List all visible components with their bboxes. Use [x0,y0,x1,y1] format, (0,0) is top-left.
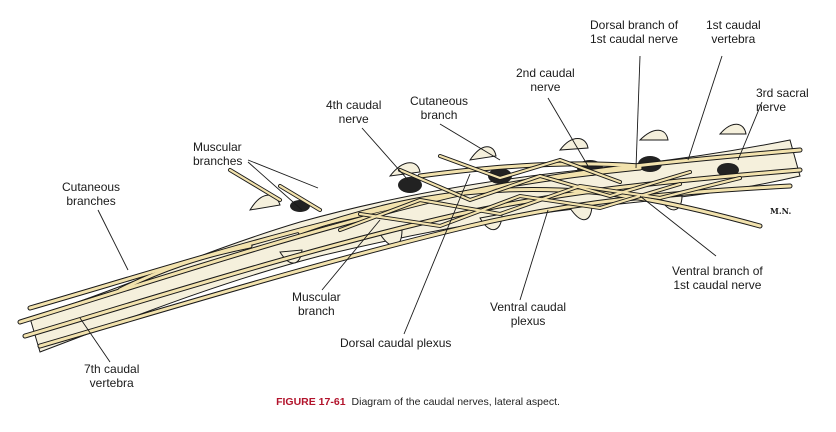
label-cutaneous-branches: Cutaneous branches [62,180,120,208]
label-line: nerve [756,100,809,114]
label-line: 4th caudal [326,98,381,112]
label-line: Muscular [292,290,341,304]
label-line: Dorsal branch of [590,18,678,32]
label-7th-caudal-vertebra: 7th caudal vertebra [84,362,139,390]
label-ventral-caudal-plexus: Ventral caudal plexus [490,300,566,328]
label-line: branches [193,154,242,168]
label-line: branch [410,108,468,122]
label-muscular-branches: Muscular branches [193,140,242,168]
label-muscular-branch: Muscular branch [292,290,341,318]
label-line: 3rd sacral [756,86,809,100]
label-line: Ventral branch of [672,264,763,278]
label-line: nerve [516,80,575,94]
label-ventral-branch-1st-caudal-nerve: Ventral branch of 1st caudal nerve [672,264,763,292]
label-dorsal-caudal-plexus: Dorsal caudal plexus [340,336,451,350]
label-line: 1st caudal nerve [672,278,763,292]
label-line: Cutaneous [62,180,120,194]
illustrator-signature: M.N. [770,206,791,216]
label-4th-caudal-nerve: 4th caudal nerve [326,98,381,126]
label-line: 1st caudal nerve [590,32,678,46]
label-line: Ventral caudal [490,300,566,314]
label-dorsal-branch-1st-caudal-nerve: Dorsal branch of 1st caudal nerve [590,18,678,46]
label-line: branches [62,194,120,208]
label-line: 7th caudal [84,362,139,376]
label-line: vertebra [706,32,761,46]
label-line: nerve [326,112,381,126]
label-line: Dorsal caudal plexus [340,336,451,350]
label-line: 1st caudal [706,18,761,32]
label-2nd-caudal-nerve: 2nd caudal nerve [516,66,575,94]
label-line: branch [292,304,341,318]
label-cutaneous-branch: Cutaneous branch [410,94,468,122]
label-1st-caudal-vertebra: 1st caudal vertebra [706,18,761,46]
figure-caption-text: Diagram of the caudal nerves, lateral as… [352,396,560,408]
label-line: 2nd caudal [516,66,575,80]
label-line: Muscular [193,140,242,154]
figure-caption: FIGURE 17-61 Diagram of the caudal nerves… [0,396,836,408]
label-3rd-sacral-nerve: 3rd sacral nerve [756,86,809,114]
label-line: vertebra [84,376,139,390]
label-line: Cutaneous [410,94,468,108]
figure-number: FIGURE 17-61 [276,396,345,408]
label-line: plexus [490,314,566,328]
